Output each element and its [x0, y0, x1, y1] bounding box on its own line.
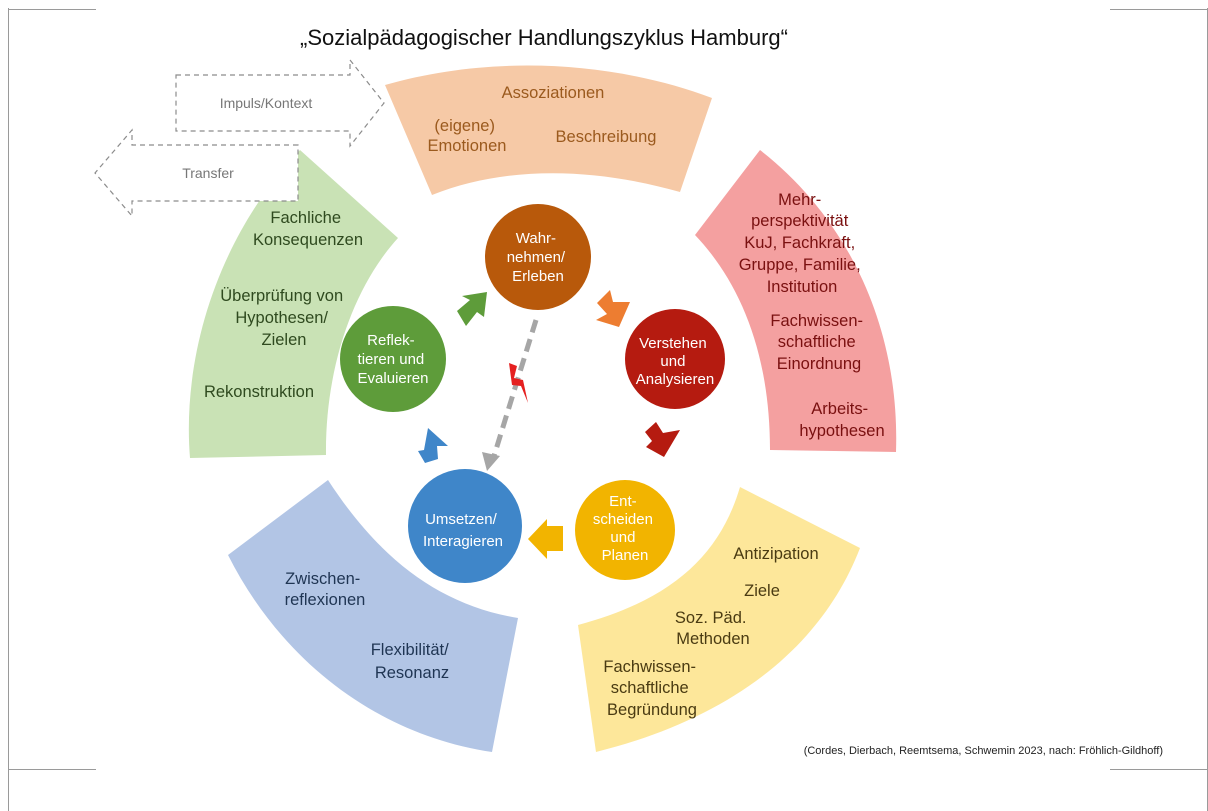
frame-bottom-right-line	[1110, 769, 1208, 770]
transfer-label: Transfer	[182, 165, 234, 181]
segment-top	[385, 65, 712, 195]
arrow-reflektieren-to-wahrnehmen-icon	[457, 292, 487, 326]
arbeitshypothesen-text: Arbeits- hypothesen	[799, 400, 884, 440]
segment-left	[188, 150, 398, 458]
circle-reflektieren	[340, 306, 446, 412]
segment-bottom-left	[228, 480, 518, 752]
lightning-icon	[509, 363, 528, 403]
antizipation-text: Antizipation	[733, 545, 818, 563]
konsequenzen-text: Fachliche Konsequenzen	[253, 209, 363, 249]
rekonstruktion-text: Rekonstruktion	[204, 383, 314, 401]
impuls-kontext-label: Impuls/Kontext	[220, 95, 313, 111]
entscheiden-label: Ent- scheiden und Planen	[593, 493, 657, 564]
reflektieren-label: Reflek- tieren und Evaluieren	[358, 332, 429, 387]
arrow-entscheiden-to-umsetzen-icon	[528, 519, 563, 559]
einordnung-text: Fachwissen- schaftliche Einordnung	[770, 312, 867, 373]
interruption-arrowhead	[482, 452, 500, 471]
source-caption: (Cordes, Dierbach, Reemtsema, Schwemin 2…	[804, 745, 1163, 757]
ziele-text: Ziele	[744, 582, 780, 600]
mehrperspektivitaet-text: Mehr- perspektivität KuJ, Fachkraft, Gru…	[739, 191, 866, 296]
arrow-verstehen-to-entscheiden-icon	[645, 422, 680, 457]
arrow-umsetzen-to-reflektieren-icon	[418, 428, 448, 463]
zwischenreflexionen-text: Zwischen- reflexionen	[285, 570, 366, 609]
circle-entscheiden	[575, 480, 675, 580]
ueberpruefung-text: Überprüfung von Hypothesen/ Zielen	[220, 287, 348, 349]
assoziationen-text: Assoziationen	[502, 84, 605, 102]
impuls-kontext-arrow	[175, 58, 385, 148]
frame-top-line	[8, 9, 96, 10]
umsetzen-label: Umsetzen/ Interagieren	[423, 511, 503, 550]
flexibilitaet-text: Flexibilität/ Resonanz	[371, 641, 454, 682]
wahrnehmen-label: Wahr- nehmen/ Erleben	[507, 230, 570, 285]
frame-bottom-line	[8, 769, 96, 770]
verstehen-label: Verstehen und Analysieren	[636, 335, 714, 388]
beschreibung-text: Beschreibung	[556, 128, 657, 146]
frame-left-line	[8, 8, 9, 811]
circle-wahrnehmen	[485, 204, 591, 310]
circle-umsetzen	[408, 469, 522, 583]
emotionen-text: (eigene) Emotionen	[428, 117, 507, 155]
frame-top-right-line	[1110, 9, 1208, 10]
interruption-dashed-line	[491, 319, 539, 457]
methoden-text: Soz. Päd. Methoden	[675, 609, 751, 648]
diagram-title: „Sozialpädagogischer Handlungszyklus Ham…	[300, 25, 788, 50]
segment-bottom-right	[578, 487, 860, 752]
arrow-wahrnehmen-to-verstehen-icon	[596, 290, 630, 327]
transfer-arrow	[94, 128, 299, 218]
begruendung-text: Fachwissen- schaftliche Begründung	[603, 658, 700, 719]
circle-verstehen	[625, 309, 725, 409]
segment-right	[695, 150, 897, 452]
